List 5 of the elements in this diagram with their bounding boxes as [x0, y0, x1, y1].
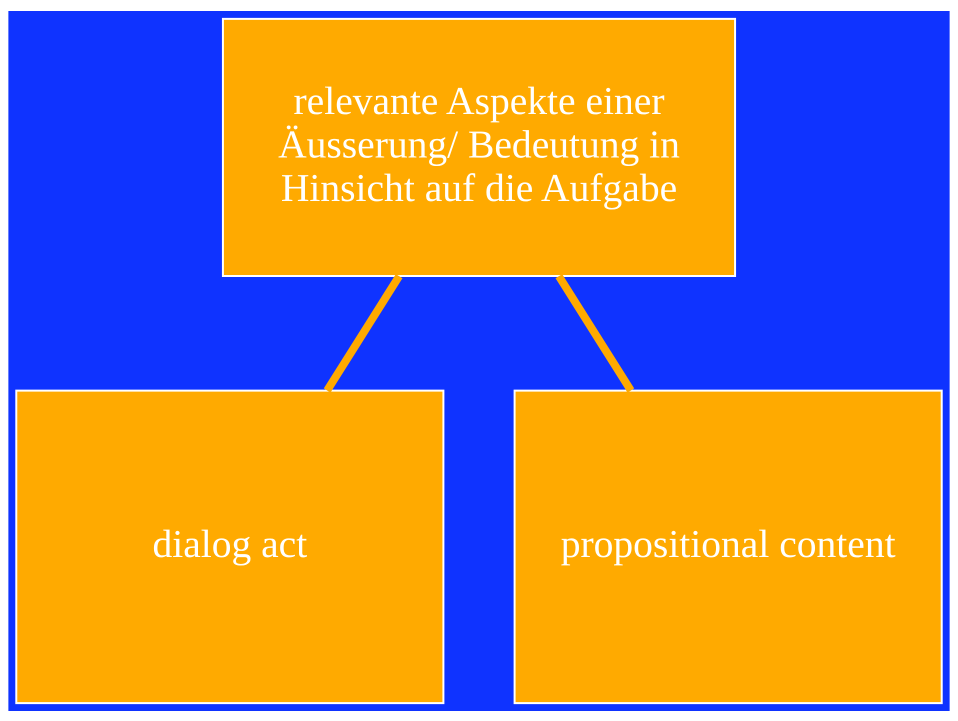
connector: [324, 274, 402, 392]
node-box: dialog act: [15, 389, 444, 704]
node-box: relevante Aspekte einer Äusserung/ Bedeutung in Hinsicht auf die Aufgabe: [222, 17, 736, 276]
connector: [556, 274, 634, 392]
node-box: propositional content: [514, 389, 943, 704]
